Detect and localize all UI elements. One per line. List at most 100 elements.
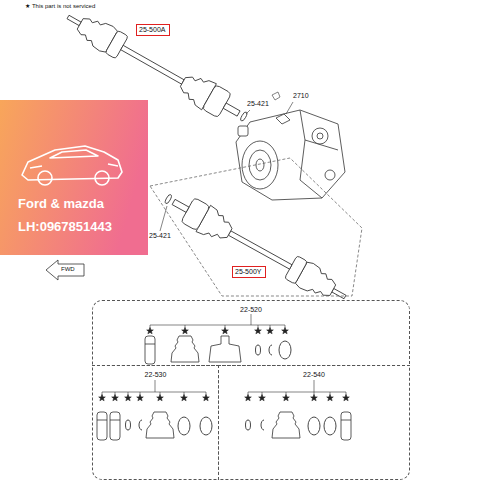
- differential-housing: [312, 128, 328, 144]
- kit-group-22-530: [110, 412, 120, 440]
- direction-label: FWD: [60, 266, 76, 273]
- watermark-panel: [95, 171, 109, 185]
- kit-region: 22-530: [92, 365, 219, 480]
- kit-group-22-540: [245, 395, 252, 401]
- kit-group-22-520: [256, 345, 261, 355]
- kit-group-22-540: [341, 412, 351, 440]
- kit-group-22-540: [272, 412, 300, 438]
- watermark-text: LH:0967851443: [18, 215, 116, 238]
- kit-group-22-530: [126, 420, 131, 430]
- kit-group-22-540: [246, 420, 251, 430]
- callout-number: 25-421: [148, 232, 172, 240]
- watermark-panel: [30, 164, 118, 168]
- kit-group-22-540: [343, 395, 350, 401]
- kit-group-22-540: [259, 395, 266, 401]
- kit-group-22-530: [125, 395, 132, 401]
- kit-region: 22-520: [92, 300, 410, 366]
- kit-group-22-540: [283, 395, 290, 401]
- kit-group-22-530: [146, 412, 174, 438]
- kit-group-22-540: [261, 420, 264, 430]
- note-text: ★ This part is not serviced: [24, 3, 96, 10]
- differential-housing: [317, 133, 323, 139]
- kit-group-22-530: [203, 395, 210, 401]
- differential-housing: [236, 110, 345, 200]
- kit-group-22-530: [137, 395, 144, 401]
- kit-group-22-530: [102, 392, 206, 400]
- kit-group-22-540: [314, 380, 315, 392]
- kit-group-22-520: [251, 314, 252, 325]
- kit-group-22-540: [327, 395, 334, 401]
- watermark-panel: [22, 146, 122, 180]
- kit-group-22-540: [311, 395, 318, 401]
- kit-group-22-520: [147, 328, 154, 334]
- kit-group-22-520: [209, 336, 241, 362]
- assembly-boundary: [150, 158, 362, 296]
- differential-housing: [236, 110, 345, 200]
- watermark-panel: [0, 100, 148, 255]
- differential-housing: [276, 114, 290, 124]
- kit-number: 22-530: [144, 371, 168, 378]
- kit-group-22-540: [324, 417, 336, 435]
- part-number-box: 25-500A: [136, 24, 170, 36]
- leader-lines: [272, 92, 280, 100]
- watermark-box: Ford & mazdaLH:0967851443: [18, 192, 116, 238]
- watermark-panel: [50, 150, 98, 158]
- kit-group-22-520: [267, 328, 274, 334]
- callout-number: 25-421: [246, 100, 270, 108]
- kit-number: 22-540: [302, 371, 326, 378]
- kit-number: 22-520: [239, 306, 263, 313]
- kit-group-22-520: [255, 328, 262, 334]
- kit-group-22-540: [245, 380, 351, 440]
- kit-group-22-520: [150, 325, 285, 333]
- callout-number: 2710: [292, 92, 310, 100]
- watermark-text: Ford & mazda: [18, 192, 116, 215]
- kit-group-22-520: [145, 314, 291, 364]
- kit-group-22-530: [99, 395, 106, 401]
- kit-group-22-530: [112, 395, 119, 401]
- upper-drive-shaft: [61, 4, 253, 131]
- part-number: 25-500Y: [235, 268, 263, 276]
- kit-group-22-520: [145, 336, 155, 364]
- part-number-box: 25-500Y: [232, 266, 266, 278]
- kit-group-22-530: [200, 417, 212, 435]
- kit-region: 22-540: [218, 365, 410, 480]
- assembly-boundary: [150, 158, 362, 296]
- kit-group-22-530: [181, 395, 188, 401]
- differential-housing: [256, 159, 264, 171]
- kit-group-22-540: [248, 392, 346, 400]
- differential-housing: [300, 110, 338, 198]
- kit-group-22-530: [102, 392, 206, 393]
- differential-housing: [249, 150, 271, 180]
- kit-group-22-530: [155, 380, 156, 392]
- kit-group-22-540: [308, 417, 320, 435]
- kit-group-22-520: [279, 341, 291, 359]
- kit-group-22-530: [97, 412, 107, 440]
- lower-drive-shaft: [159, 185, 352, 310]
- leader-lines: [160, 206, 167, 231]
- kit-group-22-530: [157, 395, 164, 401]
- lower-drive-shaft: [159, 185, 352, 310]
- kit-group-22-530: [178, 417, 190, 435]
- kit-group-22-520: [282, 328, 289, 334]
- watermark-panel: [38, 171, 52, 185]
- kit-group-22-530: [139, 420, 142, 430]
- part-number: 25-500A: [139, 26, 167, 34]
- kit-group-22-520: [171, 336, 199, 362]
- kit-group-22-530: [97, 380, 212, 440]
- front-direction-arrow: [46, 260, 84, 280]
- differential-housing: [325, 170, 335, 180]
- kit-group-22-520: [150, 325, 285, 326]
- kit-group-22-540: [248, 392, 346, 393]
- watermark-panel: [0, 100, 148, 255]
- kit-group-22-520: [182, 328, 189, 334]
- differential-housing: [238, 126, 248, 136]
- leader-lines: [246, 110, 250, 114]
- upper-drive-shaft: [61, 4, 253, 131]
- front-direction-arrow: [46, 260, 84, 280]
- leader-lines: [286, 102, 293, 114]
- kit-group-22-520: [222, 328, 229, 334]
- kit-group-22-520: [269, 345, 272, 355]
